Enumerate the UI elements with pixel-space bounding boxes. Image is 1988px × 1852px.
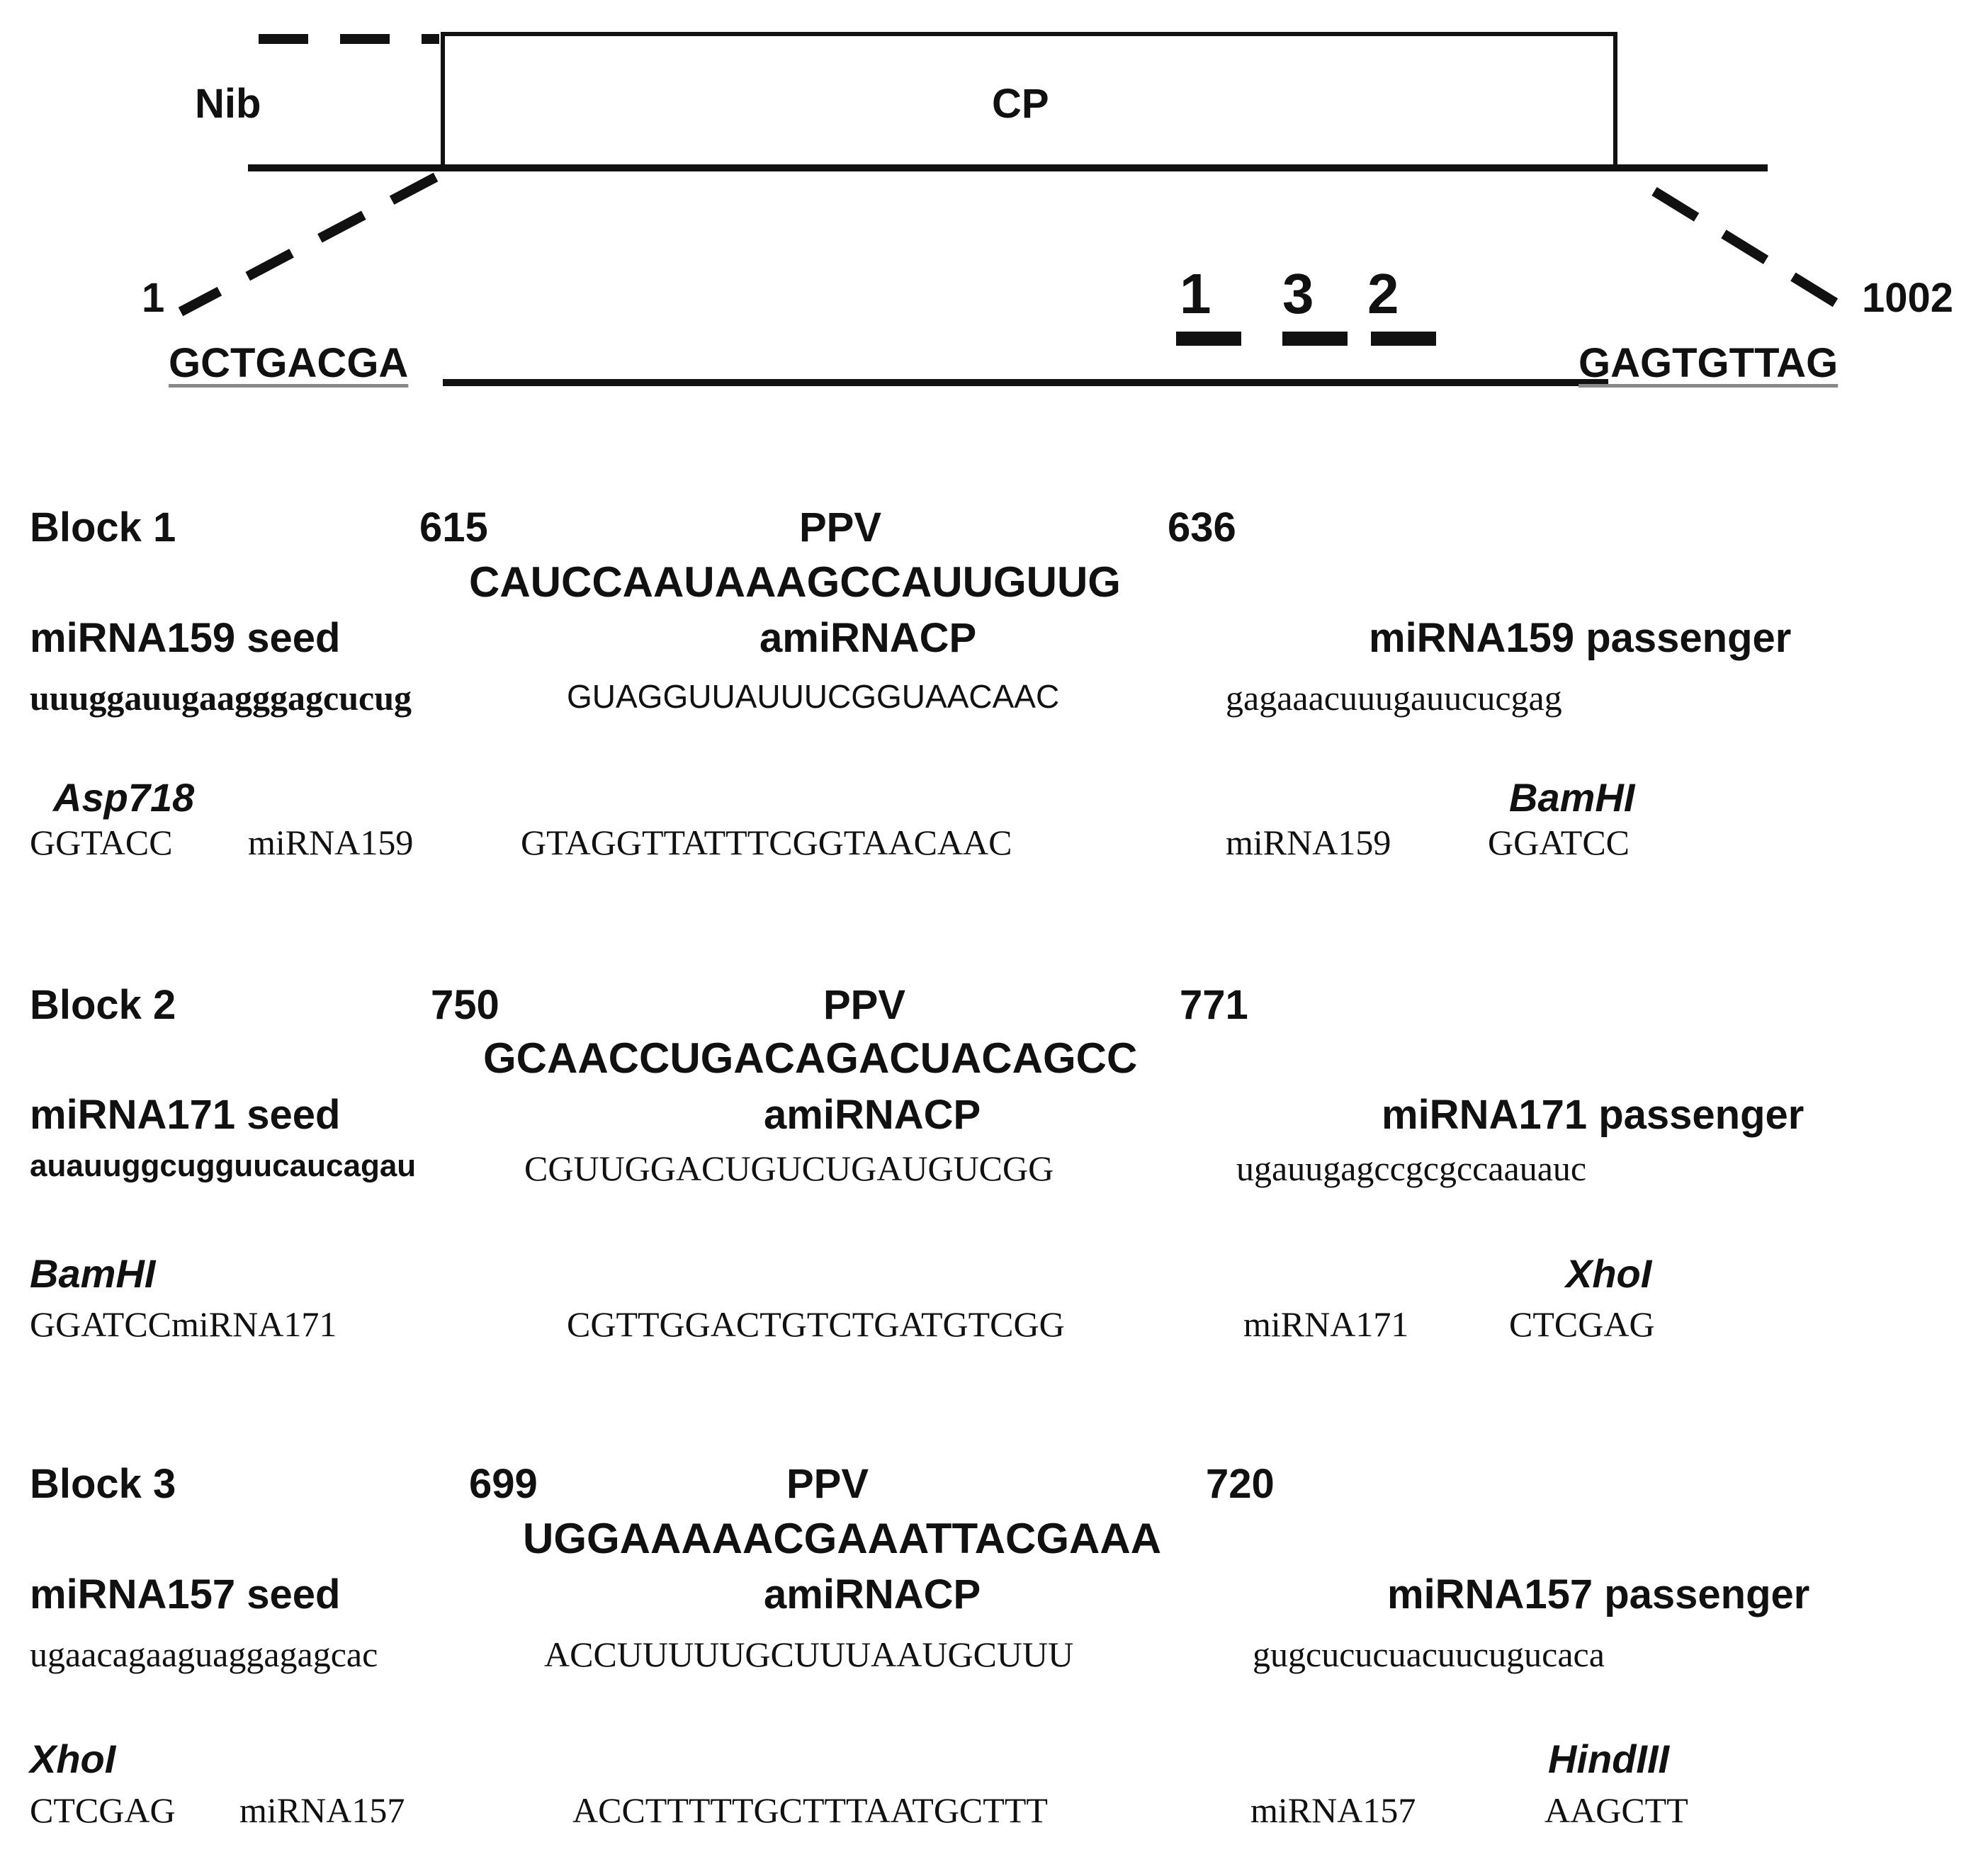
block-end-position: 720 xyxy=(1206,1461,1275,1507)
seed-label: miRNA157 seed xyxy=(30,1571,341,1617)
cp-label: CP xyxy=(992,81,1049,127)
target-sequence: CAUCCAAUAAAGCCAUUGUUG xyxy=(469,558,1121,606)
start-position: 1 xyxy=(142,275,165,321)
block-virus-label: PPV xyxy=(786,1461,869,1507)
end-sequence: GAGTGTTAG xyxy=(1578,340,1839,386)
right-restriction-enzyme: XhoI xyxy=(1566,1251,1652,1296)
block-end-position: 771 xyxy=(1180,982,1248,1028)
block-title: Block 2 xyxy=(30,982,176,1028)
seed-sequence: ugaacagaaguaggagagcac xyxy=(30,1634,378,1674)
block-start-position: 699 xyxy=(469,1461,538,1507)
left-restriction-enzyme: XhoI xyxy=(30,1737,116,1781)
dna-sequence: ACCTTTTTGCTTTAATGCTTT xyxy=(572,1790,1048,1830)
passenger-label: miRNA157 passenger xyxy=(1387,1571,1810,1617)
seed-sequence: uuuggauugaagggagcucug xyxy=(30,678,412,718)
target-site-1-label: 1 xyxy=(1180,262,1212,325)
right-restriction-site: CTCGAG xyxy=(1509,1304,1655,1344)
block-start-position: 750 xyxy=(431,982,499,1028)
backbone-right: miRNA159 xyxy=(1226,823,1391,862)
right-restriction-site: GGATCC xyxy=(1488,823,1630,862)
target-sequence: UGGAAAAACGAAATTACGAAA xyxy=(523,1515,1162,1562)
block-start-position: 615 xyxy=(419,504,488,550)
backbone-left: miRNA157 xyxy=(239,1790,405,1830)
backbone-right: miRNA171 xyxy=(1243,1304,1409,1344)
start-sequence: GCTGACGA xyxy=(169,340,409,386)
right-restriction-enzyme: HindIII xyxy=(1548,1737,1670,1781)
backbone-left: miRNA159 xyxy=(248,823,414,862)
left-restriction-enzyme: BamHI xyxy=(30,1251,156,1296)
block-title: Block 1 xyxy=(30,504,176,550)
amirna-sequence: GUAGGUUAUUUCGGUAACAAC xyxy=(567,678,1060,715)
right-restriction-site: AAGCTT xyxy=(1544,1790,1688,1830)
amirna-label: amiRNACP xyxy=(764,1092,981,1138)
left-restriction-site: GGATCCmiRNA171 xyxy=(30,1304,337,1344)
backbone-right: miRNA157 xyxy=(1250,1790,1416,1830)
zoom-dashed-right xyxy=(1651,187,1841,309)
passenger-sequence: gagaaacuuugauucucgag xyxy=(1226,678,1562,718)
seed-sequence: auauuggcugguucaucagau xyxy=(30,1148,417,1183)
passenger-label: miRNA159 passenger xyxy=(1369,615,1792,661)
right-restriction-enzyme: BamHI xyxy=(1509,775,1635,820)
dna-sequence: GTAGGTTATTTCGGTAACAAC xyxy=(521,823,1012,862)
end-position: 1002 xyxy=(1862,275,1954,321)
zoom-dashed-left xyxy=(178,172,439,317)
passenger-label: miRNA171 passenger xyxy=(1382,1092,1805,1138)
seed-label: miRNA159 seed xyxy=(30,615,341,661)
amirna-label: amiRNACP xyxy=(764,1571,981,1617)
left-restriction-site: GGTACC xyxy=(30,823,173,862)
left-restriction-site: CTCGAG xyxy=(30,1790,176,1830)
block-virus-label: PPV xyxy=(823,982,906,1028)
amirna-sequence: CGUUGGACUGUCUGAUGUCGG xyxy=(524,1148,1054,1188)
dna-sequence: CGTTGGACTGTCTGATGTCGG xyxy=(567,1304,1065,1344)
amirna-sequence: ACCUUUUUGCUUUAAUGCUUU xyxy=(544,1634,1074,1674)
nib-label: Nib xyxy=(195,81,261,127)
passenger-sequence: gugcucucuacuucugucaca xyxy=(1253,1634,1605,1674)
block-end-position: 636 xyxy=(1168,504,1236,550)
amirna-label: amiRNACP xyxy=(759,615,977,661)
target-site-2-label: 2 xyxy=(1367,262,1399,325)
target-site-3-label: 3 xyxy=(1282,262,1314,325)
passenger-sequence: ugauugagccgcgccaauauc xyxy=(1236,1148,1587,1188)
left-restriction-enzyme: Asp718 xyxy=(53,775,195,820)
target-sequence: GCAACCUGACAGACUACAGCC xyxy=(483,1034,1138,1082)
block-title: Block 3 xyxy=(30,1461,176,1507)
block-virus-label: PPV xyxy=(799,504,882,550)
seed-label: miRNA171 seed xyxy=(30,1092,341,1138)
